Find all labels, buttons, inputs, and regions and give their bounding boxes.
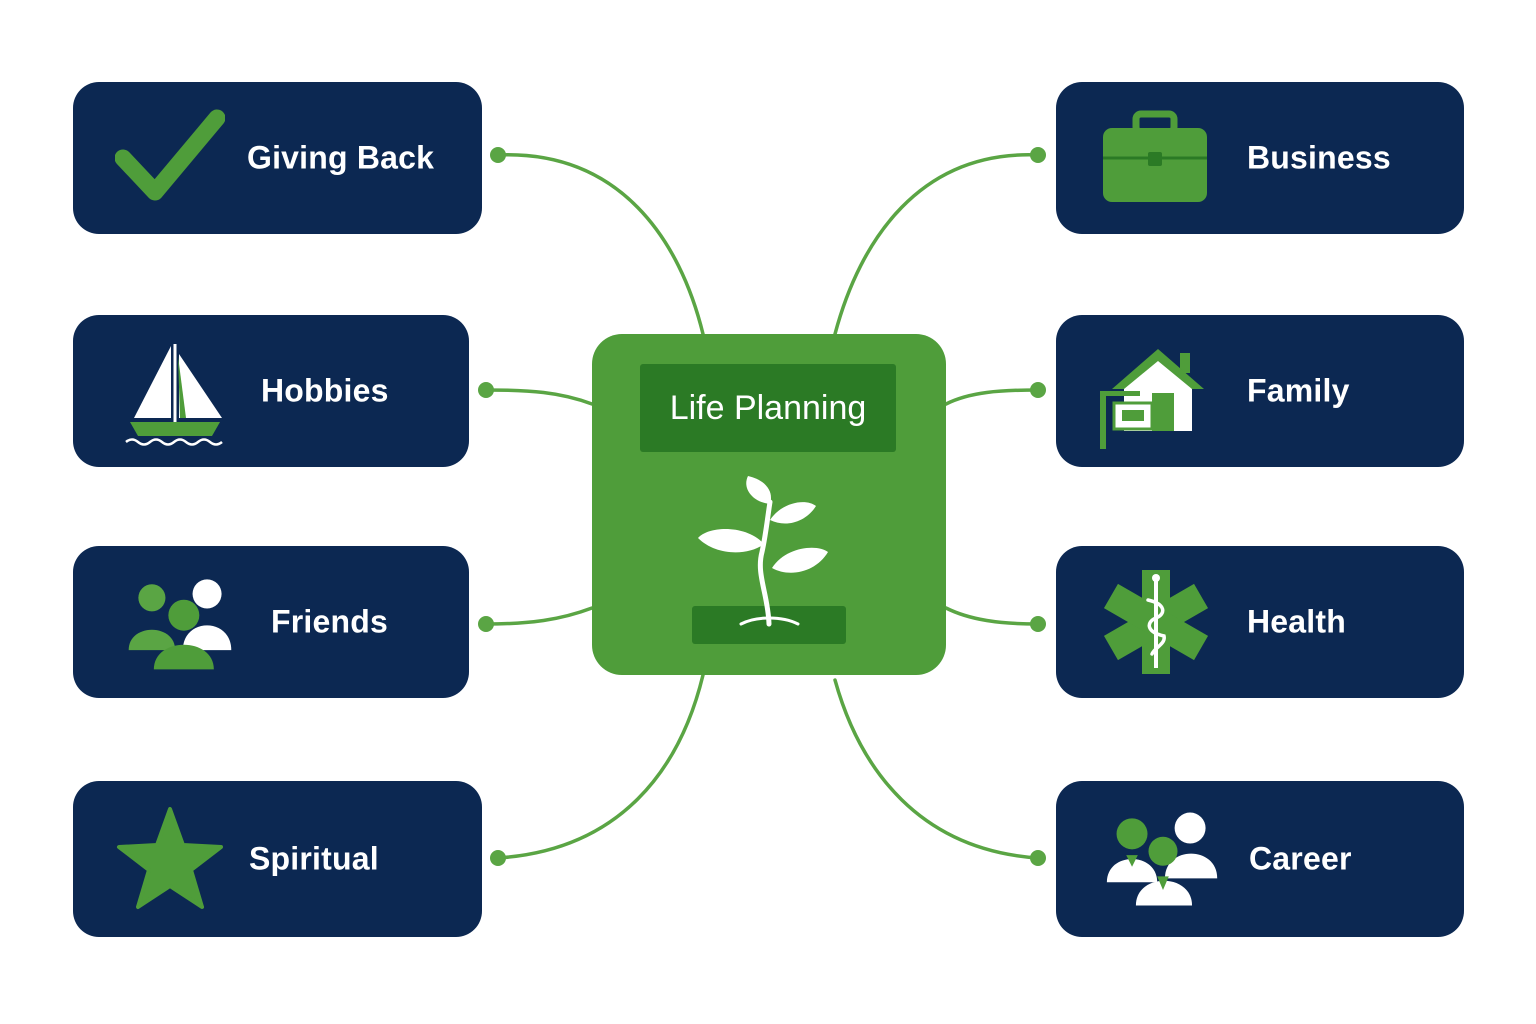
connector-health <box>944 606 1040 626</box>
node-giving-back[interactable]: Giving Back <box>73 82 482 234</box>
medical-star-icon <box>1096 562 1216 682</box>
team-icon <box>1103 799 1223 919</box>
node-label: Family <box>1247 372 1350 409</box>
dot-business <box>1030 147 1046 163</box>
dot-family <box>1030 382 1046 398</box>
house-icon <box>1092 331 1212 451</box>
node-family[interactable]: Family <box>1056 315 1464 467</box>
connector-giving-back <box>496 153 705 336</box>
node-career[interactable]: Career <box>1056 781 1464 937</box>
node-label: Giving Back <box>247 139 435 176</box>
node-label: Spiritual <box>249 840 379 877</box>
node-business[interactable]: Business <box>1056 82 1464 234</box>
briefcase-icon <box>1095 98 1215 218</box>
node-label: Hobbies <box>261 372 389 409</box>
dot-health <box>1030 616 1046 632</box>
sailboat-icon <box>115 331 235 451</box>
dot-giving-back <box>490 147 506 163</box>
center-title-box: Life Planning <box>640 364 896 452</box>
sprout-icon <box>692 476 846 644</box>
center-hub[interactable]: Life Planning <box>592 334 946 675</box>
checkmark-icon <box>110 98 230 218</box>
node-friends[interactable]: Friends <box>73 546 469 698</box>
connector-career <box>833 678 1040 860</box>
group-icon <box>119 562 239 682</box>
node-spiritual[interactable]: Spiritual <box>73 781 482 937</box>
dot-spiritual <box>490 850 506 866</box>
connector-family <box>944 388 1040 406</box>
dot-career <box>1030 850 1046 866</box>
connector-friends <box>484 606 594 626</box>
connector-spiritual <box>496 673 705 860</box>
center-title: Life Planning <box>669 388 867 427</box>
node-label: Friends <box>271 603 388 640</box>
star-icon <box>110 799 230 919</box>
dot-hobbies <box>478 382 494 398</box>
dot-friends <box>478 616 494 632</box>
node-label: Business <box>1247 139 1391 176</box>
connector-hobbies <box>484 388 594 406</box>
node-label: Career <box>1249 840 1352 877</box>
node-label: Health <box>1247 603 1346 640</box>
node-health[interactable]: Health <box>1056 546 1464 698</box>
connector-business <box>833 153 1040 336</box>
node-hobbies[interactable]: Hobbies <box>73 315 469 467</box>
